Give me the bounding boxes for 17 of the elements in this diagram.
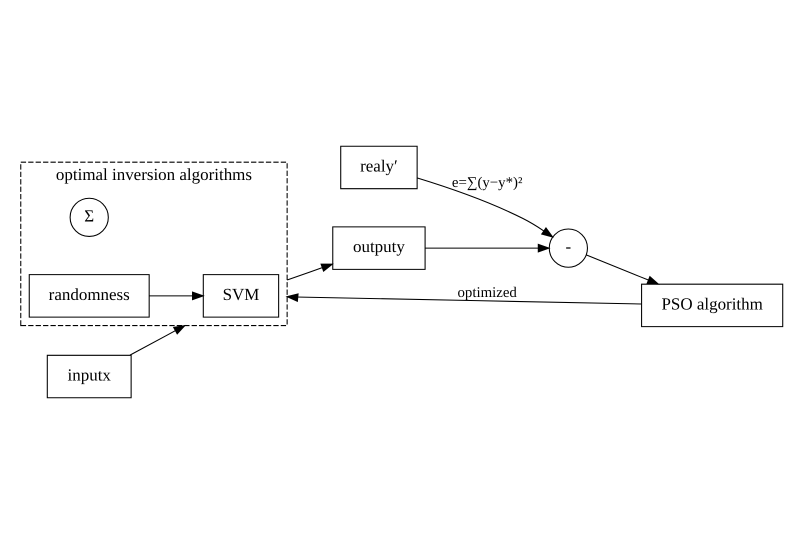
node-box: outputy (332, 226, 426, 270)
node-circle: Σ (70, 198, 109, 237)
node-box: SVM (202, 274, 280, 318)
arrow (586, 254, 660, 285)
arrow (149, 291, 205, 300)
arrow (286, 264, 334, 281)
edge-label: e=∑(y−y*)² (452, 174, 522, 191)
arrow (425, 244, 551, 253)
arrow (417, 178, 554, 238)
edge-label: optimized (457, 285, 517, 302)
node-circle: - (548, 228, 588, 268)
node-box: PSO algorithm (641, 284, 784, 328)
node-box: realy′ (340, 146, 418, 190)
arrow (130, 324, 186, 356)
node-box: inputx (46, 354, 132, 398)
arrow (286, 293, 642, 305)
node-box: randomness (28, 274, 150, 318)
